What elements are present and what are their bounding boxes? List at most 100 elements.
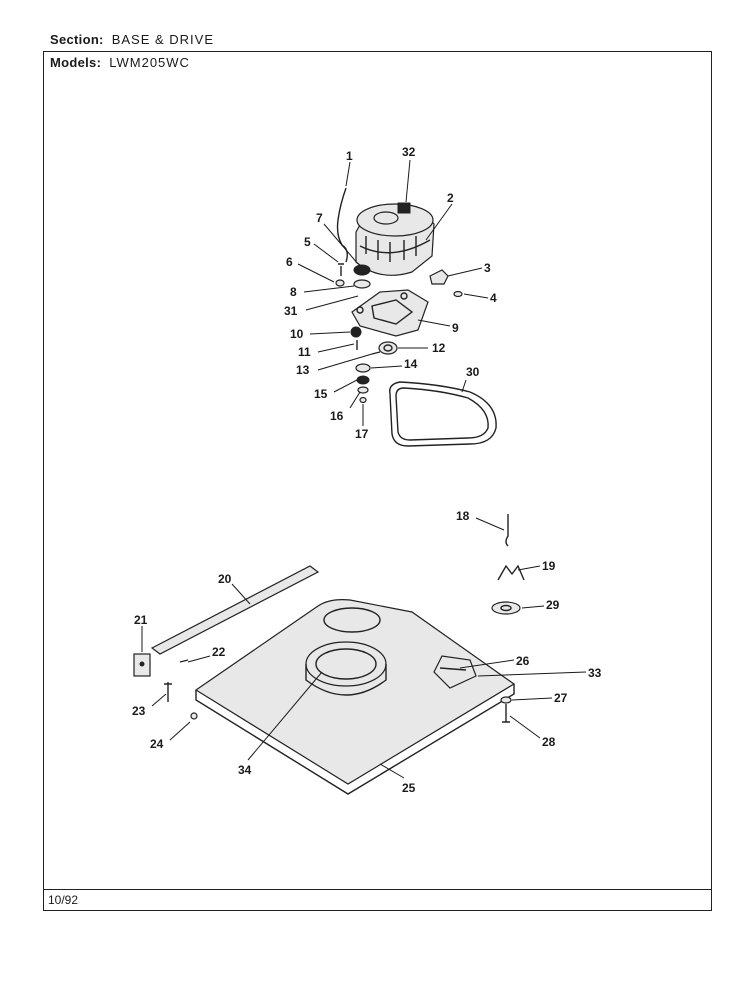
- callout-16: 16: [330, 391, 361, 423]
- footer-divider: [43, 889, 712, 890]
- svg-text:17: 17: [355, 427, 369, 441]
- callout-24: 24: [150, 721, 191, 751]
- svg-text:11: 11: [298, 345, 311, 359]
- callout-31: 31: [284, 295, 359, 318]
- callout-1: 1: [345, 149, 353, 187]
- svg-text:19: 19: [542, 559, 556, 573]
- nut-10: [350, 326, 362, 338]
- callout-11: 11: [298, 343, 355, 359]
- callout-4: 4: [463, 291, 497, 305]
- svg-text:30: 30: [466, 365, 480, 379]
- svg-text:34: 34: [238, 763, 252, 777]
- washer-16: [357, 386, 369, 394]
- clip-22: [179, 659, 189, 663]
- foot-24: [190, 712, 198, 720]
- svg-text:26: 26: [516, 654, 530, 668]
- ground-wire: [336, 187, 349, 263]
- bearing-15: [356, 375, 370, 385]
- callout-7: 7: [316, 211, 359, 265]
- clip-19: [497, 564, 525, 581]
- svg-text:2: 2: [447, 191, 454, 205]
- callout-30: 30: [461, 365, 480, 393]
- svg-text:27: 27: [554, 691, 568, 705]
- callout-13: 13: [296, 353, 373, 377]
- svg-text:3: 3: [484, 261, 491, 275]
- svg-text:4: 4: [490, 291, 497, 305]
- svg-text:28: 28: [542, 735, 556, 749]
- washer: [353, 279, 371, 289]
- terminal-screw: [453, 290, 463, 298]
- callout-19: 19: [517, 559, 556, 573]
- callout-25: 25: [379, 763, 416, 795]
- svg-text:1: 1: [346, 149, 353, 163]
- callout-5: 5: [304, 235, 339, 263]
- leveling-leg-28: [502, 704, 510, 723]
- svg-text:31: 31: [284, 304, 298, 318]
- svg-text:20: 20: [218, 572, 232, 586]
- models-value: LWM205WC: [109, 55, 190, 70]
- callout-8: 8: [290, 285, 355, 299]
- idler-pulley: [378, 341, 398, 355]
- motor-pulley: [353, 264, 371, 276]
- svg-text:14: 14: [404, 357, 418, 371]
- bracket-26: [433, 655, 477, 689]
- callout-2: 2: [425, 191, 454, 241]
- models-header: Models: LWM205WC: [50, 55, 190, 70]
- drive-belt: [389, 381, 497, 447]
- grommet-29: [491, 601, 521, 615]
- svg-text:22: 22: [212, 645, 226, 659]
- svg-text:9: 9: [452, 321, 459, 335]
- callout-15: 15: [314, 379, 358, 401]
- svg-text:21: 21: [134, 613, 148, 627]
- svg-text:8: 8: [290, 285, 297, 299]
- drive-motor: [355, 202, 435, 276]
- svg-text:12: 12: [432, 341, 446, 355]
- spring-13: [371, 351, 381, 355]
- callout-18: 18: [456, 509, 505, 531]
- callout-10: 10: [290, 327, 351, 341]
- callout-22: 22: [187, 645, 226, 663]
- callout-12: 12: [398, 341, 446, 355]
- callout-28: 28: [509, 715, 556, 749]
- spring-18: [505, 514, 509, 547]
- callout-27: 27: [511, 691, 568, 705]
- callout-32: 32: [402, 145, 416, 203]
- svg-text:10: 10: [290, 327, 304, 341]
- callout-20: 20: [218, 572, 251, 605]
- callout-23: 23: [132, 693, 167, 718]
- svg-text:7: 7: [316, 211, 323, 225]
- callout-3: 3: [447, 261, 491, 277]
- svg-text:18: 18: [456, 509, 470, 523]
- svg-text:13: 13: [296, 363, 310, 377]
- clip-17: [359, 396, 367, 404]
- washer-14: [355, 363, 371, 373]
- footer-date: 10/92: [48, 893, 79, 907]
- screw: [338, 263, 344, 276]
- svg-text:16: 16: [330, 409, 344, 423]
- motor-mount-plate: [351, 289, 429, 337]
- leveling-leg-23: [164, 682, 172, 702]
- nut-27: [500, 696, 512, 704]
- callout-9: 9: [417, 319, 459, 335]
- callout-33: 33: [477, 666, 602, 680]
- section-label: Section:: [50, 32, 104, 47]
- callout-34: 34: [238, 671, 323, 777]
- callout-29: 29: [521, 598, 560, 612]
- svg-text:25: 25: [402, 781, 416, 795]
- svg-text:23: 23: [132, 704, 146, 718]
- callout-6: 6: [286, 255, 335, 283]
- section-header: Section: BASE & DRIVE: [50, 32, 214, 47]
- section-value: BASE & DRIVE: [111, 32, 214, 47]
- leg-rail: [150, 565, 320, 655]
- callout-17: 17: [355, 404, 369, 441]
- svg-text:15: 15: [314, 387, 328, 401]
- callout-21: 21: [134, 613, 148, 652]
- svg-text:6: 6: [286, 255, 293, 269]
- diagram-frame: [43, 51, 712, 911]
- terminal-block: [429, 269, 449, 285]
- base-plate: [194, 599, 516, 785]
- models-label: Models:: [50, 55, 102, 70]
- nut: [335, 279, 345, 287]
- callout-26: 26: [459, 654, 530, 669]
